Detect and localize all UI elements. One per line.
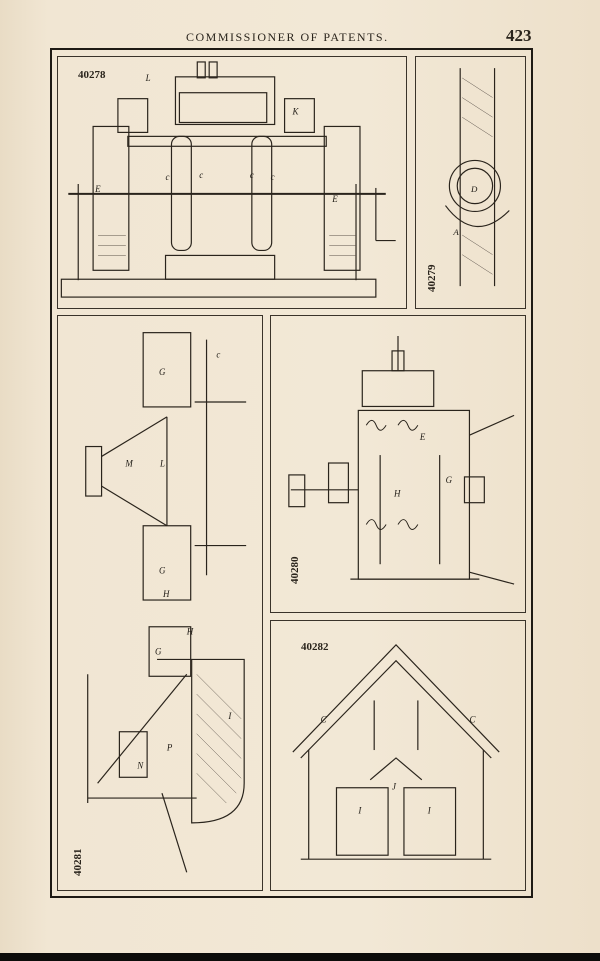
page-header: COMMISSIONER OF PATENTS. 423: [0, 26, 600, 48]
label-I-2: I: [427, 806, 432, 816]
label-c-1: c: [166, 172, 170, 182]
label-G-3: G: [155, 646, 162, 656]
label-c: c: [216, 349, 220, 359]
figure-40282-drawing: C C J I I: [292, 644, 500, 860]
patent-number-40278: 40278: [78, 69, 106, 81]
label-P: P: [166, 743, 173, 753]
label-A: A: [452, 227, 459, 237]
label-C-1: C: [321, 714, 328, 724]
label-I-1: I: [357, 806, 362, 816]
figure-40280: 40280 E: [270, 315, 526, 613]
label-L: L: [145, 73, 151, 83]
scan-edge: [0, 953, 600, 961]
label-c-4: c: [271, 172, 275, 182]
label-M: M: [124, 458, 133, 468]
label-G-1: G: [159, 367, 166, 377]
figure-40278-drawing: L K c c c c E E: [60, 61, 396, 298]
label-H-2: H: [186, 627, 194, 637]
label-J: J: [392, 782, 397, 792]
label-G-2: G: [159, 565, 166, 575]
figure-40282: 40282 C C J I I: [270, 620, 526, 891]
figure-40279-drawing: D A: [444, 68, 510, 287]
running-title: COMMISSIONER OF PATENTS.: [186, 30, 389, 44]
figure-40279: 40279 D A: [415, 56, 526, 309]
label-N: N: [136, 760, 144, 770]
label-H-1: H: [162, 589, 170, 599]
label-c-2: c: [199, 170, 203, 180]
label-E-1: E: [94, 184, 101, 194]
plate-frame: [50, 48, 533, 898]
figure-40278: 40278: [57, 56, 407, 309]
figure-40281: 40281 G: [57, 315, 263, 891]
label-C-2: C: [469, 714, 476, 724]
page-number: 423: [506, 26, 532, 45]
label-E-2: E: [331, 194, 338, 204]
label-c-3: c: [250, 170, 254, 180]
figure-40280-drawing: E G H: [288, 336, 515, 585]
label-E: E: [419, 432, 426, 442]
label-I: I: [227, 711, 232, 721]
figure-40281-drawing: G G G H H L M N P I c: [85, 332, 247, 873]
label-H: H: [393, 489, 401, 499]
patent-number-40282: 40282: [301, 641, 329, 653]
label-D: D: [470, 184, 478, 194]
label-G: G: [446, 475, 453, 485]
label-K: K: [292, 107, 300, 117]
label-L: L: [159, 458, 165, 468]
